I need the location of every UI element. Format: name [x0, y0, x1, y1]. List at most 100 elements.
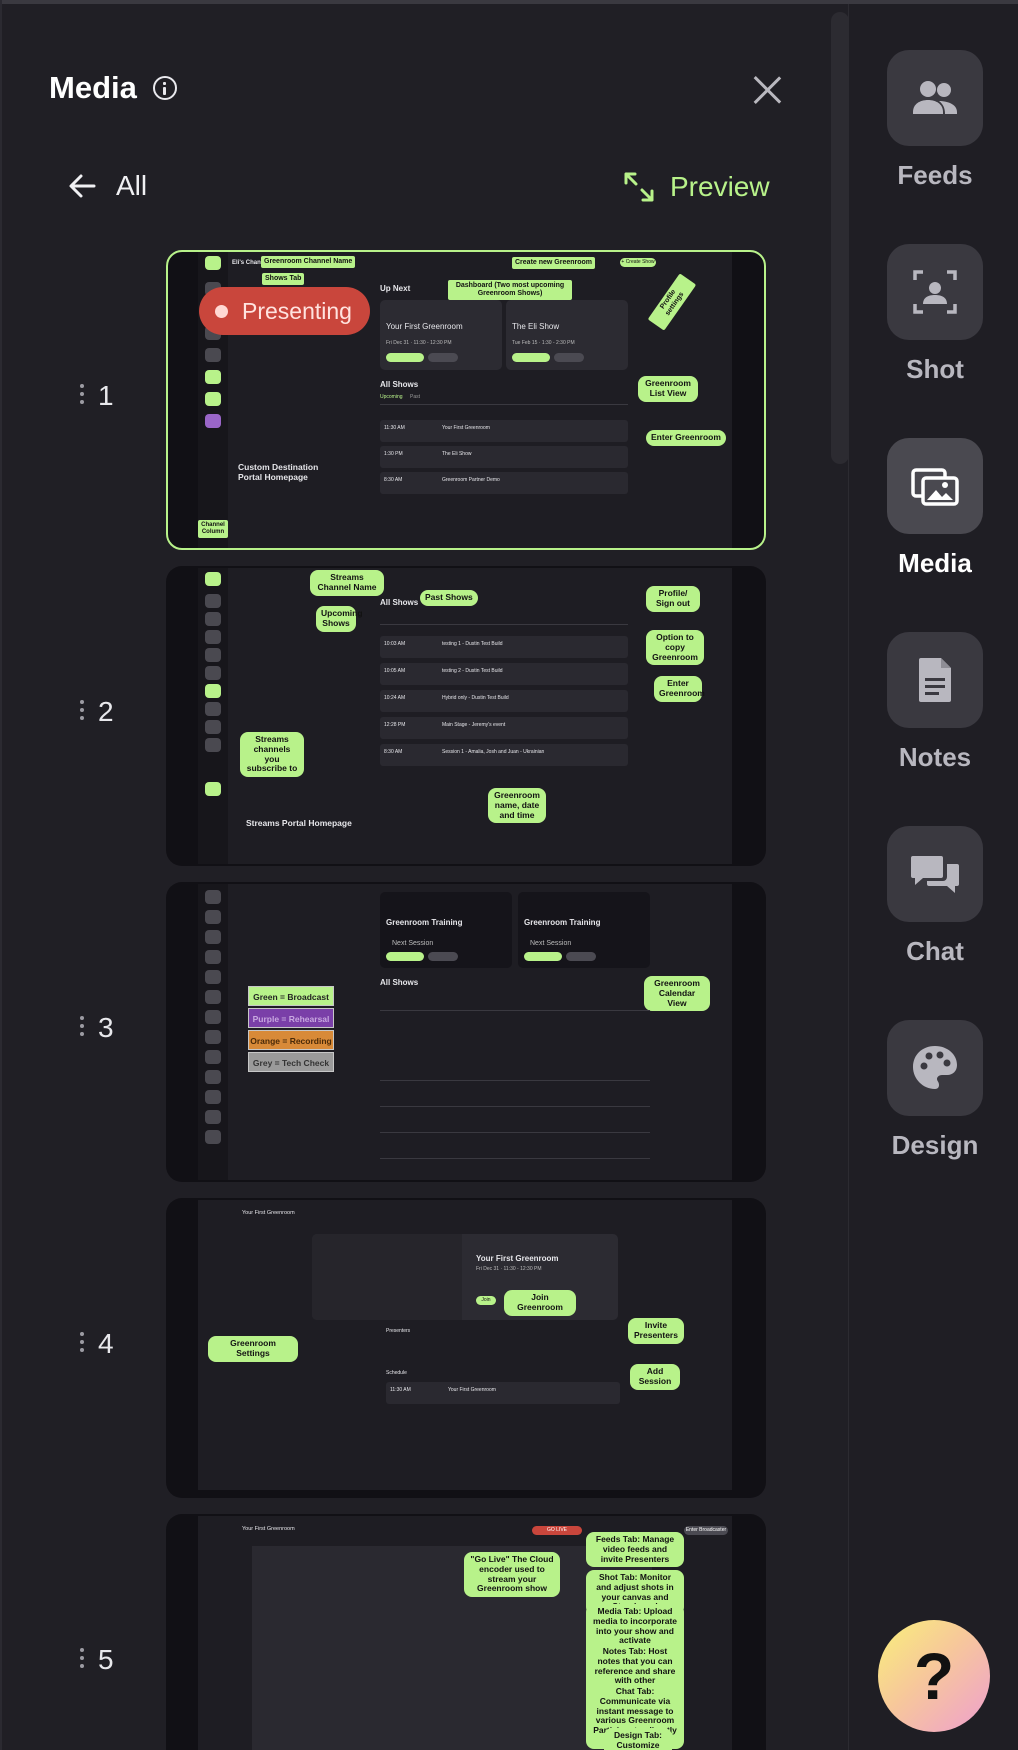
- annotation: The Eli Show: [512, 322, 560, 331]
- nav-notes[interactable]: Notes: [887, 632, 983, 773]
- nav-media[interactable]: Media: [887, 438, 983, 579]
- screenshot-preview: Streams Channel Name Past Shows Upcoming…: [198, 568, 732, 864]
- media-thumbnail[interactable]: Streams Channel Name Past Shows Upcoming…: [166, 566, 766, 866]
- annotation: Invite Presenters: [628, 1318, 684, 1344]
- legend-item: Orange = Recording: [248, 1030, 334, 1050]
- annotation: Streams Portal Homepage: [246, 818, 352, 828]
- annotation: Next Session: [392, 940, 434, 947]
- media-thumbnail[interactable]: Your First Greenroom Your First Greenroo…: [166, 1198, 766, 1498]
- annotation: 12:28 PM: [384, 722, 406, 728]
- expand-icon: [624, 172, 654, 202]
- annotation: Streams Channel Name: [310, 570, 384, 596]
- annotation: Your First Greenroom: [442, 425, 490, 431]
- item-number: 4: [98, 1328, 114, 1359]
- nav-label: Shot: [906, 354, 964, 384]
- screenshot-preview: Your First Greenroom GO LIVE Enter Broad…: [198, 1516, 732, 1750]
- status-dot: [215, 304, 228, 318]
- back-all-button[interactable]: All: [66, 170, 147, 202]
- media-panel: Media All Preview 1: [2, 4, 849, 1750]
- annotation: Next Session: [530, 940, 572, 947]
- item-number: 5: [98, 1644, 114, 1675]
- mini-row: 11:30 AM Your First Greenroom: [386, 1382, 620, 1404]
- annotation: Join Greenroom: [504, 1290, 576, 1316]
- annotation: Hybrid only - Dustin Test Build: [442, 695, 509, 701]
- legend-item: Green = Broadcast: [248, 986, 334, 1006]
- nav-design[interactable]: Design: [887, 1020, 983, 1161]
- preview-button[interactable]: Preview: [622, 170, 770, 204]
- annotation: Shows Tab: [262, 273, 305, 286]
- annotation: Past Shows: [420, 590, 478, 606]
- annotation: Greenroom Training: [524, 918, 601, 927]
- annotation: Upcoming Shows: [316, 606, 363, 632]
- annotation: GO LIVE: [532, 1526, 582, 1535]
- mini-row: 8:30 AM Greenroom Partner Demo: [380, 472, 628, 494]
- annotation: 10:03 AM: [384, 641, 406, 647]
- annotation: Tue Feb 15 · 1:30 - 2:30 PM: [512, 340, 575, 346]
- drag-handle-icon[interactable]: [80, 1016, 86, 1042]
- annotation: Custom Destination Portal Homepage: [238, 462, 319, 482]
- top-border: [0, 0, 1018, 4]
- close-icon[interactable]: [750, 72, 784, 106]
- drag-handle-icon[interactable]: [80, 700, 86, 726]
- nav-shot[interactable]: Shot: [887, 244, 983, 385]
- mini-row: 10:05 AM testing 2 - Dustin Test Build: [380, 663, 628, 685]
- annotation: All Shows: [380, 598, 419, 607]
- annotation: testing 1 - Dustin Test Build: [442, 641, 503, 647]
- media-item[interactable]: 4 Your First Greenroom Your First Greenr…: [64, 1198, 766, 1498]
- annotation: 10:24 AM: [384, 695, 406, 701]
- annotation: Your First Greenroom: [476, 1254, 559, 1263]
- screenshot-preview: Your First Greenroom Your First Greenroo…: [198, 1200, 732, 1490]
- annotation: Fri Dec 31 · 11:30 - 12:30 PM: [386, 340, 452, 346]
- shot-icon: [887, 244, 983, 340]
- mini-row: 11:30 AM Your First Greenroom: [380, 420, 628, 442]
- panel-title: Media: [49, 70, 137, 105]
- media-item[interactable]: 3: [64, 882, 766, 1182]
- annotation: Your First Greenroom: [448, 1387, 496, 1393]
- drag-handle-icon[interactable]: [80, 1332, 86, 1358]
- legend-item: Grey = Tech Check: [248, 1052, 334, 1072]
- right-nav: Feeds Shot Media Notes Chat: [848, 4, 1018, 1750]
- legend-item: Purple = Rehearsal: [248, 1008, 334, 1028]
- media-item[interactable]: 1 Channel Column Eli's Channel: [64, 250, 766, 550]
- media-item[interactable]: 5 Your First Greenroom GO LIVE Enter Bro…: [64, 1514, 766, 1750]
- annotation: Greenroom Calendar View: [644, 976, 710, 1012]
- nav-label: Feeds: [897, 160, 973, 190]
- media-thumbnail[interactable]: Your First Greenroom GO LIVE Enter Broad…: [166, 1514, 766, 1750]
- annotation: 11:30 AM: [384, 425, 405, 431]
- item-number: 2: [98, 696, 114, 727]
- annotation: Enter Greenroom: [654, 676, 705, 702]
- scrollbar[interactable]: [831, 12, 849, 464]
- drag-handle-icon[interactable]: [80, 384, 86, 410]
- info-icon[interactable]: [152, 76, 177, 100]
- mini-row: 1:30 PM The Eli Show: [380, 446, 628, 468]
- annotation: 10:05 AM: [384, 668, 406, 674]
- question-icon: ?: [913, 1639, 955, 1713]
- media-item[interactable]: 2 Streams: [64, 566, 766, 866]
- media-thumbnail[interactable]: Greenroom Training Next Session Greenroo…: [166, 882, 766, 1182]
- mini-card: Your First Greenroom Fri Dec 31 · 11:30 …: [380, 300, 502, 370]
- annotation: Greenroom Channel Name: [261, 256, 356, 269]
- annotation: Option to copy Greenroom: [646, 630, 704, 666]
- mini-card: Greenroom Training Next Session: [380, 892, 512, 968]
- annotation: Your First Greenroom: [386, 322, 463, 331]
- presenting-badge: Presenting: [199, 287, 370, 335]
- annotation: 8:30 AM: [384, 477, 403, 483]
- nav-feeds[interactable]: Feeds: [887, 50, 983, 191]
- back-label: All: [116, 170, 148, 201]
- nav-label: Notes: [898, 742, 972, 772]
- annotation: + Create Show: [620, 258, 656, 267]
- help-button[interactable]: ?: [878, 1620, 990, 1732]
- annotation: Greenroom name, date and time: [488, 788, 546, 824]
- annotation: Presenters: [386, 1328, 411, 1334]
- annotation: Fri Dec 31 · 11:30 - 12:30 PM: [476, 1266, 542, 1272]
- presenting-label: Presenting: [242, 297, 352, 324]
- annotation: Main Stage - Jeremy's event: [442, 722, 506, 728]
- drag-handle-icon[interactable]: [80, 1648, 86, 1674]
- channel-column: [198, 568, 228, 864]
- chat-icon: [887, 826, 983, 922]
- screenshot-preview: Greenroom Training Next Session Greenroo…: [198, 884, 732, 1180]
- annotation: Past: [410, 394, 421, 400]
- media-icon: [887, 438, 983, 534]
- nav-chat[interactable]: Chat: [887, 826, 983, 967]
